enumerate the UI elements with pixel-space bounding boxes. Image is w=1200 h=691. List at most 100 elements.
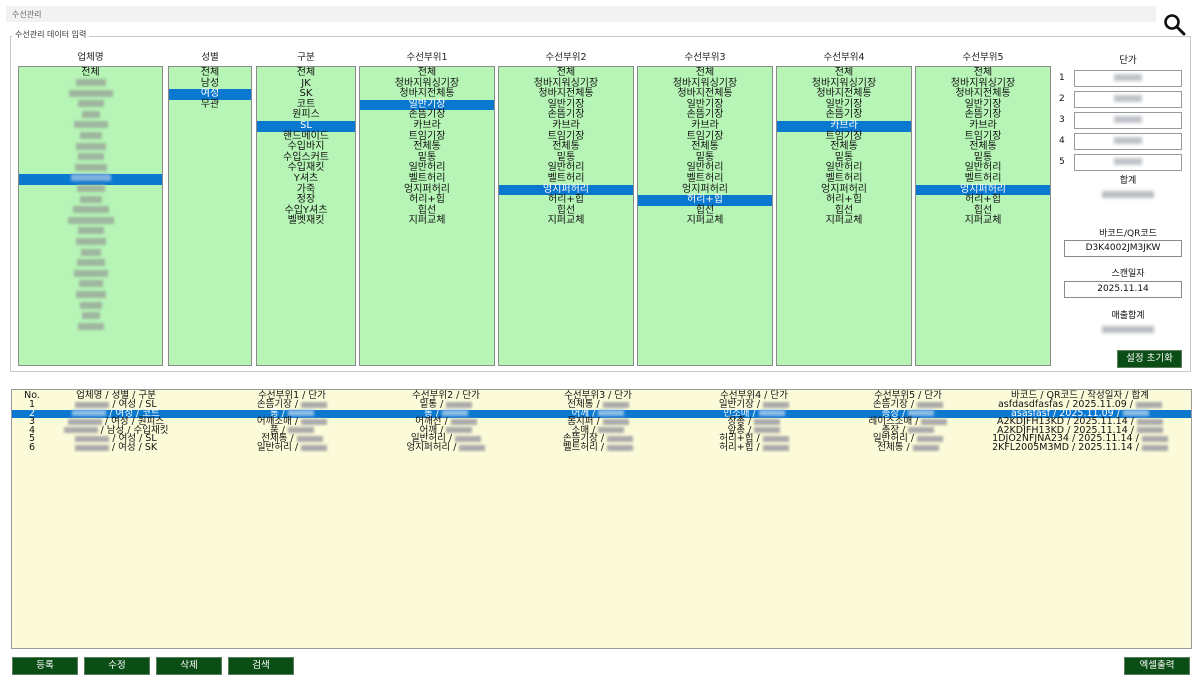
list-item[interactable]: 청바지워싱기장 [950,77,1016,89]
list-item[interactable]: 청바지전체통 [677,88,733,100]
list-item[interactable] [19,163,162,174]
list-item[interactable]: Y셔츠 [293,172,319,184]
list-item[interactable]: 청바지전체통 [538,88,594,100]
edit-button[interactable]: 수정 [84,657,150,675]
list-item[interactable]: 손뜸기장 [964,109,1002,121]
price-input-2[interactable] [1074,91,1182,108]
list-item[interactable]: 전체 [296,67,316,78]
list-item[interactable]: 허리+힙 [548,194,584,206]
price-input-3[interactable] [1074,112,1182,129]
list-item[interactable]: 일반기장 [547,98,585,110]
list-item[interactable]: 수입재킷 [287,162,325,174]
list-item[interactable]: 밑통 [695,151,715,163]
list-item[interactable]: 수입바지 [287,141,325,153]
list-item[interactable] [19,290,162,301]
list-item[interactable] [19,89,162,100]
list-item[interactable]: 일반허리 [408,162,446,174]
list-item[interactable]: 전체통 [830,141,858,153]
list-item[interactable]: 일반허리 [686,162,724,174]
search-records-button[interactable]: 검색 [228,657,294,675]
list-item[interactable]: 손뜸기장 [825,109,863,121]
scan-date-input[interactable]: 2025.11.14 [1064,281,1182,298]
listbox-column-1[interactable]: 전체 [18,66,163,366]
list-item[interactable]: 수입Y셔츠 [284,204,328,216]
list-item[interactable]: 벨트허리 [408,172,446,184]
list-item[interactable] [19,312,162,323]
register-button[interactable]: 등록 [12,657,78,675]
list-item[interactable]: 힙선 [695,204,715,216]
list-item[interactable] [19,280,162,291]
list-item[interactable]: 핸드메이드 [283,130,329,142]
list-item[interactable]: 일반기장 [360,99,494,111]
list-item[interactable]: 일반기장 [686,98,724,110]
list-item[interactable] [19,195,162,206]
list-item[interactable] [19,121,162,132]
list-item[interactable]: 엉지퍼허리 [404,183,450,195]
reset-settings-button[interactable]: 설정 초기화 [1117,350,1182,368]
list-item[interactable]: 카브라 [777,120,911,132]
list-item[interactable]: 전체통 [413,141,441,153]
list-item[interactable]: 여성 [169,89,251,100]
list-item[interactable]: 가죽 [296,183,316,195]
list-item[interactable]: 청바지전체통 [816,88,872,100]
list-item[interactable]: 전체통 [552,141,580,153]
list-item[interactable]: 엉지퍼허리 [682,183,728,195]
barcode-input[interactable]: D3K4002JM3JKW [1064,240,1182,257]
list-item[interactable]: 수입스커트 [283,151,329,163]
list-item[interactable]: 일반기장 [964,98,1002,110]
list-item[interactable]: 허리+힙 [409,194,445,206]
list-item[interactable]: 트임기장 [825,130,863,142]
list-item[interactable]: 전체통 [969,141,997,153]
list-item[interactable] [19,216,162,227]
list-item[interactable]: 남성 [200,77,220,89]
list-item[interactable]: 전체 [417,67,437,78]
list-item[interactable]: 손뜸기장 [686,109,724,121]
list-item[interactable]: 전체 [973,67,993,78]
list-item[interactable] [19,153,162,164]
list-item[interactable]: 일반허리 [825,162,863,174]
list-item[interactable]: SL [257,120,355,132]
list-item[interactable]: 전체 [200,67,220,78]
list-item[interactable]: 트임기장 [547,130,585,142]
list-item[interactable]: 지퍼교체 [547,215,585,227]
list-item[interactable] [19,238,162,249]
list-item[interactable]: 지퍼교체 [408,215,446,227]
list-item[interactable]: 엉지퍼허리 [916,184,1050,196]
list-item[interactable]: 지퍼교체 [964,215,1002,227]
list-item[interactable]: 일반허리 [964,162,1002,174]
list-item[interactable] [19,301,162,312]
list-item[interactable] [19,259,162,270]
list-item[interactable] [19,79,162,90]
list-item[interactable]: 밑통 [417,151,437,163]
list-item[interactable]: 밑통 [973,151,993,163]
list-item[interactable]: 벨트허리 [825,172,863,184]
search-button[interactable] [1162,12,1188,38]
list-item[interactable]: 청바지전체통 [955,88,1011,100]
list-item[interactable]: 허리+힙 [965,194,1001,206]
list-item[interactable]: 힙선 [556,204,576,216]
list-item[interactable]: 지퍼교체 [825,215,863,227]
price-input-4[interactable] [1074,133,1182,150]
list-item[interactable] [19,173,162,185]
list-item[interactable]: 밑통 [556,151,576,163]
list-item[interactable]: 엉지퍼허리 [821,183,867,195]
list-item[interactable]: SK [299,88,313,100]
list-item[interactable]: 손뜸기장 [547,109,585,121]
price-input-1[interactable] [1074,70,1182,87]
delete-button[interactable]: 삭제 [156,657,222,675]
list-item[interactable]: 허리+힙 [638,195,772,206]
list-item[interactable]: 전체 [834,67,854,78]
list-item[interactable]: 무관 [200,98,220,110]
list-item[interactable]: 트임기장 [408,130,446,142]
list-item[interactable]: 전체 [81,67,100,78]
